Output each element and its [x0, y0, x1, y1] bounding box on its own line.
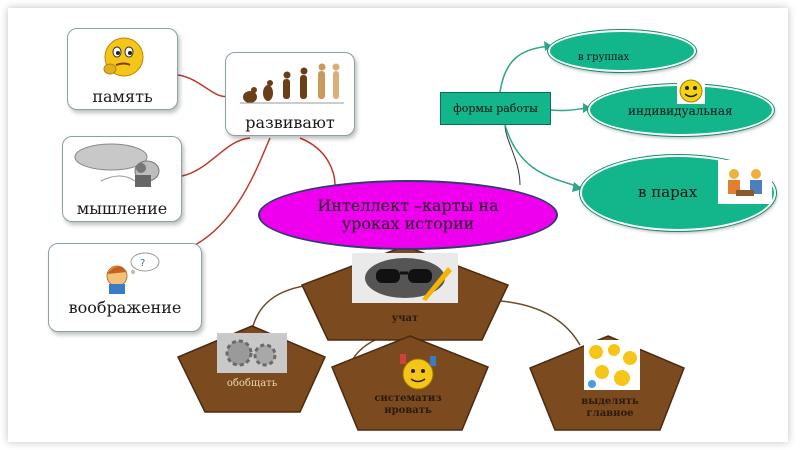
- connector-imagination: [195, 138, 270, 245]
- box-imagination: ? воображение: [48, 243, 202, 332]
- node-groups: в группах: [548, 30, 696, 72]
- label-memory: память: [68, 87, 177, 106]
- smiley-icon: [677, 78, 705, 108]
- imagining-person-icon: ?: [93, 252, 163, 300]
- label-thinking: мышление: [63, 199, 181, 218]
- label-teach: учат: [370, 313, 440, 325]
- center-node: Интеллект –карты на уроках истории: [258, 180, 558, 250]
- label-imagination: воображение: [49, 298, 201, 317]
- thinking-smiley-icon: [98, 35, 150, 83]
- smiley-tools-icon: [396, 352, 440, 396]
- label-systematize: систематиз ировать: [362, 393, 454, 417]
- box-forms: формы работы: [440, 92, 551, 125]
- box-memory: память: [67, 28, 178, 110]
- label-develop: развивают: [226, 113, 354, 132]
- connector-memory: [178, 75, 228, 96]
- label-pairs: в парах: [638, 183, 697, 201]
- connector-develop-center: [300, 138, 335, 185]
- connector-forms-pairs: [505, 125, 582, 188]
- connector-thinking: [182, 138, 250, 176]
- label-groups: в группах: [578, 52, 629, 63]
- connector-forms-groups: [500, 46, 552, 92]
- glasses-pencil-icon: [352, 253, 458, 307]
- box-develop: развивают: [225, 52, 355, 136]
- gears-icon: [217, 333, 287, 377]
- svg-text:?: ?: [140, 258, 145, 269]
- smiley-group-icon: [584, 340, 640, 394]
- thinking-person-icon: [71, 141, 175, 195]
- box-thinking: мышление: [62, 136, 182, 222]
- center-label: Интеллект –карты на уроках истории: [308, 197, 508, 233]
- label-generalize: обобщать: [212, 378, 292, 390]
- connector-center-forms: [505, 125, 520, 185]
- evolution-figures-icon: [240, 61, 344, 111]
- label-highlight: выделять главное: [580, 396, 640, 420]
- pair-people-icon: [718, 160, 772, 208]
- label-forms: формы работы: [453, 102, 538, 115]
